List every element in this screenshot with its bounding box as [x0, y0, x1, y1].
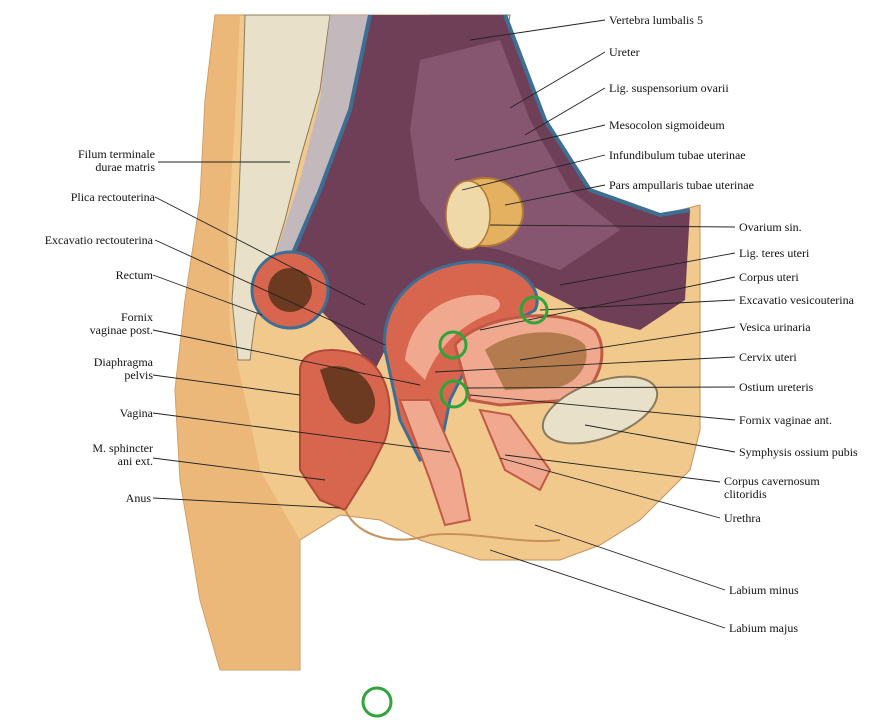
vagina	[398, 399, 472, 527]
label-excavatio-rectouterina: Excavatio rectouterina	[44, 233, 153, 247]
peritoneum-line	[288, 14, 691, 261]
label-m-sphincter-ani-ext: M. sphincter ani ext.	[92, 441, 153, 468]
label-mesocolon-sigmoideum: Mesocolon sigmoideum	[609, 118, 725, 132]
label-lig-teres-uteri: Lig. teres uteri	[739, 246, 810, 260]
marker-3[interactable]	[439, 379, 469, 409]
label-vagina: Vagina	[119, 406, 153, 420]
symphysis	[541, 375, 659, 445]
label-ureter: Ureter	[609, 45, 640, 59]
label-lig-suspensorium-ovarii: Lig. suspensorium ovarii	[609, 81, 729, 95]
label-corpus-cavernosum: Corpus cavernosum clitoridis	[724, 474, 820, 501]
label-fornix-vaginae-ant: Fornix vaginae ant.	[739, 413, 832, 427]
perineum-fold	[344, 509, 561, 543]
label-cervix-uteri: Cervix uteri	[739, 350, 797, 364]
label-infundibulum-tubae: Infundibulum tubae uterinae	[609, 148, 746, 162]
marker-1[interactable]	[519, 295, 549, 325]
leader-lines-left	[152, 161, 451, 509]
anal-lumen	[320, 366, 376, 424]
subcutaneous-fat	[175, 15, 300, 670]
tuba-uterina	[445, 180, 491, 250]
uterine-cavity	[405, 295, 500, 380]
label-vertebra-lumbalis-5: Vertebra lumbalis 5	[609, 13, 703, 27]
label-symphysis-ossium-pubis: Symphysis ossium pubis	[739, 445, 858, 459]
urethra-clitoris	[478, 408, 552, 492]
leader-lines-right	[434, 19, 736, 629]
rectum-lumen	[268, 268, 312, 312]
label-urethra: Urethra	[724, 511, 761, 525]
label-labium-minus: Labium minus	[729, 583, 799, 597]
label-ostium-ureteris: Ostium ureteris	[739, 380, 814, 394]
label-corpus-uteri: Corpus uteri	[739, 270, 799, 284]
label-labium-majus: Labium majus	[729, 621, 798, 635]
label-vesica-urinaria: Vesica urinaria	[739, 320, 811, 334]
label-rectum: Rectum	[115, 268, 153, 282]
label-ovarium-sin: Ovarium sin.	[739, 220, 802, 234]
label-excavatio-vesicouterina: Excavatio vesicouterina	[739, 293, 854, 307]
label-plica-rectouterina: Plica rectouterina	[70, 190, 155, 204]
label-diaphragma-pelvis: Diaphragma pelvis	[93, 355, 153, 382]
label-anus: Anus	[125, 491, 151, 505]
bladder-lumen	[485, 332, 587, 390]
marker-4[interactable]	[361, 686, 393, 718]
marker-2[interactable]	[438, 330, 468, 360]
label-fornix-vaginae-post: Fornix vaginae post.	[89, 310, 153, 337]
label-filum-terminale: Filum terminale durae matris	[78, 147, 155, 174]
label-pars-ampullaris: Pars ampullaris tubae uterinae	[609, 178, 754, 192]
dural-sac	[272, 15, 370, 270]
